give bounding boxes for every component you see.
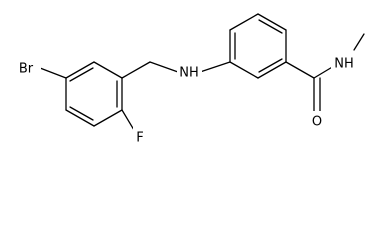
- bond-c9-c10: [257, 13, 287, 31]
- bond-ch2-nh: [149, 61, 179, 73]
- bond-c6-c1-inner: [69, 67, 94, 82]
- bond-n-methyl: [353, 33, 365, 51]
- methyl-amide-nh-label: NH: [334, 57, 354, 72]
- br-label-background: [10, 58, 41, 78]
- atom-labels: Br F NH NH O: [10, 54, 357, 147]
- chemical-structure-diagram: Br F NH NH O: [10, 13, 365, 147]
- fluorine-label: F: [136, 131, 143, 146]
- bond-c6-br: [39, 67, 67, 79]
- bond-carbonyl-n: [313, 65, 335, 79]
- oxygen-label: O: [312, 115, 322, 130]
- bond-c8-c9: [229, 13, 259, 31]
- f-label-background: [133, 127, 147, 147]
- bond-c1-c2: [93, 61, 123, 79]
- bond-c9-c10-inner: [258, 19, 283, 34]
- bond-nh-c7: [199, 61, 231, 73]
- bond-c11-c12: [257, 61, 287, 79]
- bond-c12-c7: [229, 61, 259, 79]
- bond-c11-c12-inner: [258, 58, 283, 73]
- bond-c2-ch2: [121, 61, 151, 79]
- nh-label-background: [177, 64, 202, 84]
- o-label-background: [310, 111, 326, 133]
- bond-c3-c4: [93, 109, 123, 127]
- bromine-label: Br: [19, 62, 34, 77]
- bond-c11-carbonyl: [285, 61, 315, 79]
- methyl-amide-n-label-background: [331, 54, 357, 74]
- bond-c4-c5: [65, 109, 95, 127]
- nh-label: NH: [179, 66, 199, 81]
- bond-c4-c5-inner: [69, 106, 94, 121]
- bond-c6-c1: [65, 61, 95, 79]
- bond-lines: [39, 13, 365, 136]
